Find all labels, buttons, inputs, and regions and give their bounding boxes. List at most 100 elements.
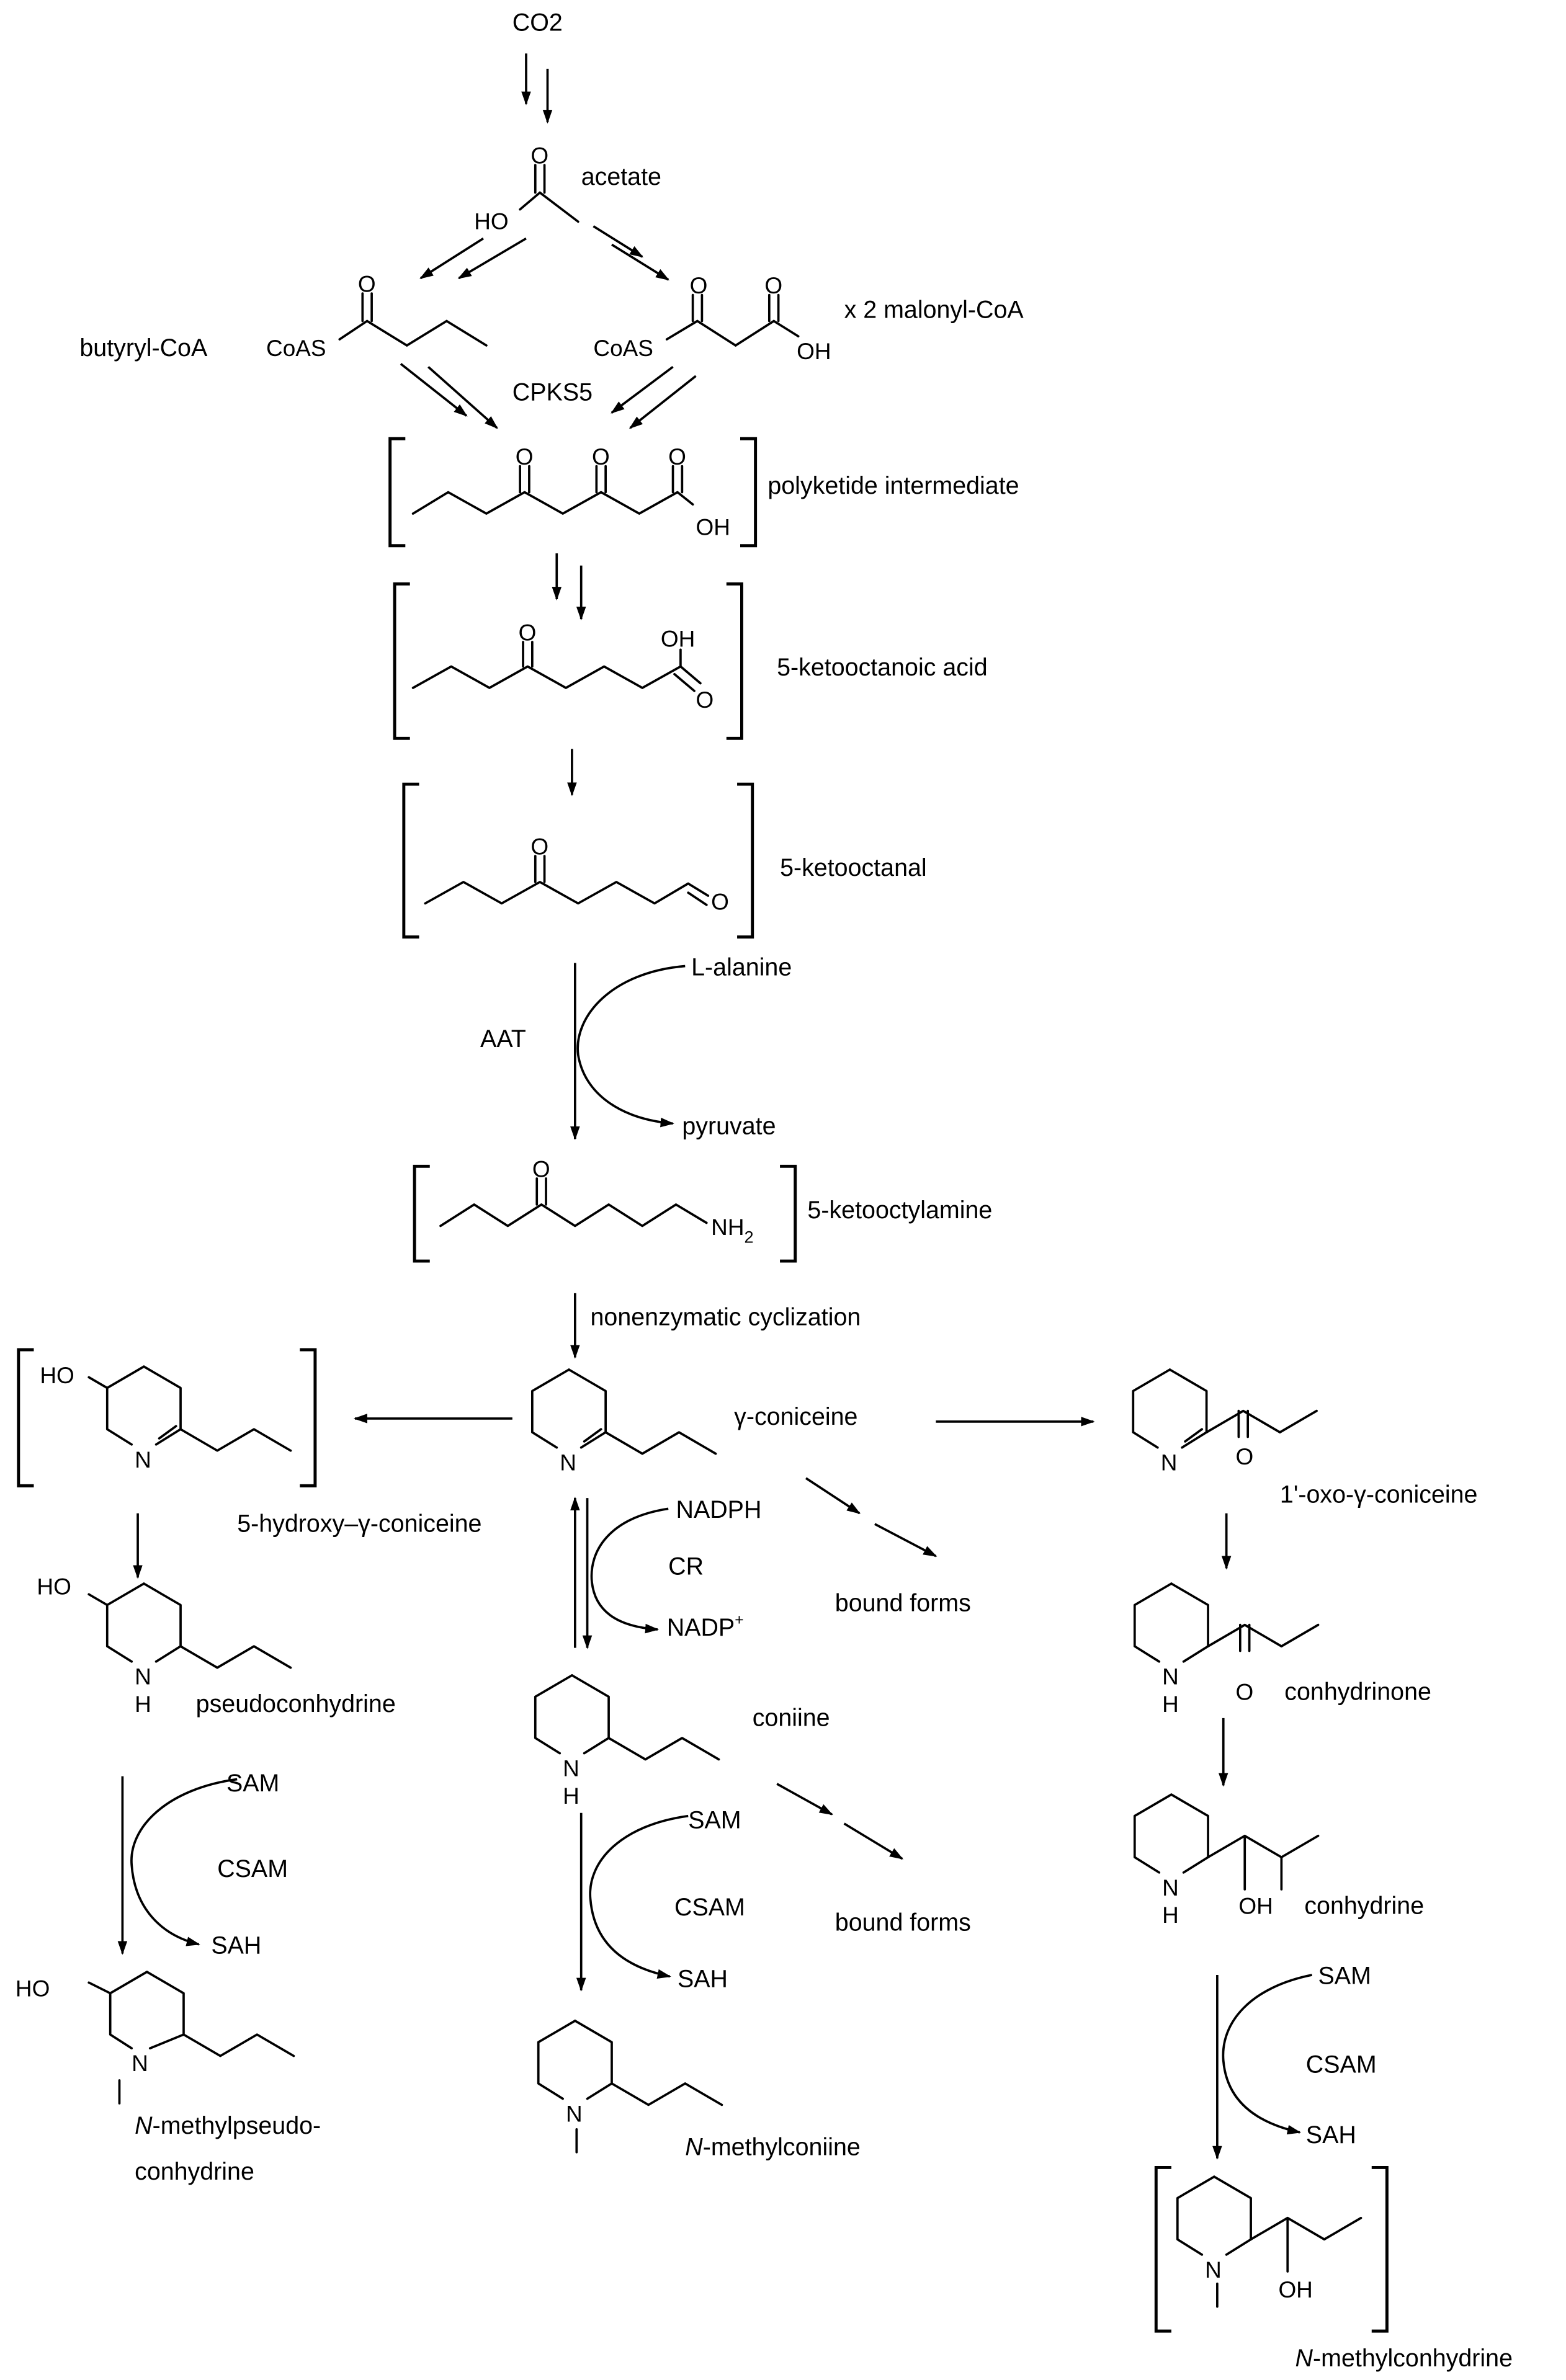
arrow-coniceine-bound-1 xyxy=(805,1477,861,1515)
malonyl-oh: OH xyxy=(797,339,831,364)
malonyl-o-2: O xyxy=(764,273,782,298)
sam-mid-label: SAM xyxy=(688,1806,741,1834)
n-methylpseudoconhydrine-label-1: N-methylpseudo- xyxy=(135,2112,321,2139)
arrow-coniceine-bound-2 xyxy=(874,1523,937,1558)
ketooctanoic-bracket xyxy=(393,582,743,740)
conhydrinone-h: H xyxy=(1162,1691,1179,1717)
coniine-h: H xyxy=(563,1783,579,1809)
malonyl-coa-structure: CoAS O O OH xyxy=(593,273,831,364)
malonyl-coa-label: x 2 malonyl-CoA xyxy=(844,296,1024,324)
arrow-butyryl-cpks5-2 xyxy=(427,366,498,429)
conhydrinone-o: O xyxy=(1235,1679,1253,1705)
pseudoconhydrine-n: N xyxy=(135,1664,151,1690)
n-methylpseudoconhydrine-structure: N HO xyxy=(16,1971,295,2105)
ketooctanoic-oh: OH xyxy=(661,626,695,651)
oxo-coniceine-o: O xyxy=(1235,1444,1253,1469)
ketooctanal-o-2: O xyxy=(711,889,729,914)
n-methylpseudo-n: N xyxy=(132,2051,148,2076)
conhydrinone-label: conhydrinone xyxy=(1284,1678,1431,1705)
butyryl-coas: CoAS xyxy=(266,336,326,361)
n-methylconiine-label: N-methylconiine xyxy=(685,2134,861,2161)
gamma-coniceine-label: γ-coniceine xyxy=(734,1403,857,1430)
conhydrine-label: conhydrine xyxy=(1304,1892,1424,1919)
polyketide-o-2: O xyxy=(592,444,610,470)
polyketide-o-1: O xyxy=(516,444,534,470)
arrow-acetate-malonyl-1 xyxy=(593,225,644,258)
conhydrine-oh: OH xyxy=(1238,1893,1273,1919)
cpks5-label: CPKS5 xyxy=(512,379,593,406)
arrow-acetate-malonyl-2 xyxy=(611,243,670,281)
ketooctanal-label: 5-ketooctanal xyxy=(780,854,927,881)
csam-left-label: CSAM xyxy=(217,1855,288,1883)
oxo-coniceine-n: N xyxy=(1161,1450,1178,1476)
conhydrinone-structure: N H O xyxy=(1133,1582,1320,1717)
arrow-sam-sah-mid xyxy=(589,1814,689,1979)
arrow-malonyl-cpks5-1 xyxy=(611,365,674,414)
n-methylpseudoconhydrine-label-2: conhydrine xyxy=(135,2158,254,2185)
pseudoconhydrine-label: pseudoconhydrine xyxy=(196,1690,396,1718)
nonenzymatic-label: nonenzymatic cyclization xyxy=(590,1304,861,1331)
polyketide-oh: OH xyxy=(696,515,730,540)
n-methylconiine-n: N xyxy=(566,2101,583,2127)
svg-text:NH2: NH2 xyxy=(711,1215,753,1246)
acetate-o: O xyxy=(530,143,548,169)
sah-left-label: SAH xyxy=(211,1932,261,1959)
arrow-butyryl-cpks5-1 xyxy=(400,363,468,417)
n-methylconhydrine-oh: OH xyxy=(1278,2277,1312,2302)
gamma-coniceine-n: N xyxy=(560,1450,576,1476)
co2-label: CO2 xyxy=(512,9,563,36)
arrow-sam-sah-right xyxy=(1222,1974,1313,2135)
hydroxy-coniceine-structure: N HO xyxy=(40,1363,292,1473)
ketooctanal-structure: O O xyxy=(424,834,729,914)
polyketide-o-3: O xyxy=(668,444,686,470)
ketooctylamine-structure: O NH2 xyxy=(439,1157,754,1247)
n-methylconhydrine-bracket xyxy=(1154,2165,1389,2333)
butyryl-coa-structure: CoAS O xyxy=(266,272,488,361)
nadph-label: NADPH xyxy=(676,1496,761,1523)
arrow-coniine-bound-2 xyxy=(843,1822,904,1860)
ketooctanoic-label: 5-ketooctanoic acid xyxy=(777,654,988,681)
malonyl-coas: CoAS xyxy=(593,336,653,361)
l-alanine-label: L-alanine xyxy=(691,953,792,981)
arrow-nadph-nadp xyxy=(590,1507,669,1634)
polyketide-label: polyketide intermediate xyxy=(767,472,1019,499)
n-methylpseudo-ho: HO xyxy=(16,1976,50,2001)
bound-forms-2-label: bound forms xyxy=(835,1909,971,1936)
gamma-coniceine-structure: N xyxy=(530,1368,717,1476)
sah-right-label: SAH xyxy=(1306,2121,1356,2149)
n-methylconhydrine-label: N-methylconhydrine xyxy=(1295,2345,1513,2372)
csam-right-label: CSAM xyxy=(1306,2051,1377,2079)
bound-forms-1-label: bound forms xyxy=(835,1589,971,1616)
ketooctylamine-label: 5-ketooctylamine xyxy=(807,1197,992,1224)
pseudoconhydrine-structure: N H HO xyxy=(37,1574,292,1717)
oxo-coniceine-label: 1'-oxo-γ-coniceine xyxy=(1280,1481,1478,1508)
n-methylconhydrine-n: N xyxy=(1205,2257,1222,2283)
ketooctanoic-o-1: O xyxy=(519,620,537,646)
oxo-coniceine-structure: N O xyxy=(1132,1368,1318,1476)
ketooctanal-o-1: O xyxy=(530,834,548,860)
ketooctanoic-structure: O OH O xyxy=(411,620,714,713)
arrow-acetate-butyryl-2 xyxy=(457,237,527,280)
hydroxy-coniceine-label: 5-hydroxy–γ-coniceine xyxy=(237,1510,481,1537)
ketooctanal-bracket xyxy=(402,782,754,939)
polyketide-structure: O O O OH xyxy=(411,444,730,540)
hydroxy-coniceine-n: N xyxy=(135,1447,151,1473)
nadp-label: NADP+ xyxy=(667,1612,744,1641)
arrow-malonyl-cpks5-2 xyxy=(629,375,697,429)
sam-right-label: SAM xyxy=(1318,1963,1371,1990)
acetate-label: acetate xyxy=(581,163,661,190)
pseudoconhydrine-h: H xyxy=(135,1691,151,1717)
arrow-sam-sah-left xyxy=(130,1778,238,1946)
ketooctylamine-bracket xyxy=(413,1164,797,1263)
arrow-acetate-butyryl-1 xyxy=(419,237,484,280)
ketooctylamine-o: O xyxy=(532,1157,550,1182)
hydroxy-coniceine-bracket xyxy=(17,1348,317,1487)
malonyl-o-1: O xyxy=(690,273,708,298)
acetate-ho: HO xyxy=(474,209,508,234)
aat-label: AAT xyxy=(480,1025,526,1053)
butyryl-coa-label: butyryl-CoA xyxy=(79,334,208,362)
ketooctylamine-nh: NH xyxy=(711,1215,744,1240)
csam-mid-label: CSAM xyxy=(674,1894,745,1921)
